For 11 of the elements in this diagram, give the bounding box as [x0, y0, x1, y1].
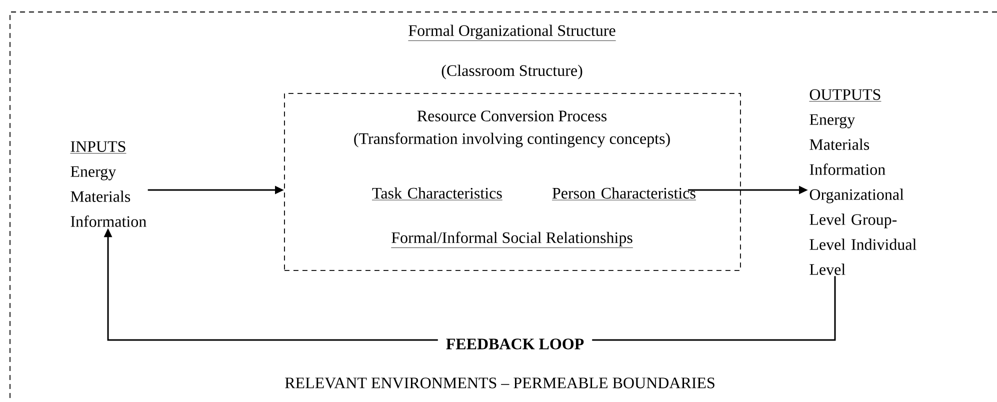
text-block: INPUTS Energy Materials Information — [70, 141, 146, 227]
process-subtitle: (Transformation involving contingency concepts) — [354, 132, 670, 148]
text-block: OUTPUTS Energy Materials Information Organizational Level Group- Level Individual Level — [809, 89, 916, 275]
process-title: Resource Conversion Process — [417, 110, 607, 122]
characteristics-label: Person Characteristics — [552, 187, 696, 200]
edge-label: FEEDBACK LOOP — [446, 338, 584, 350]
characteristics-label: Task Characteristics — [372, 187, 503, 200]
boundary-label: RELEVANT ENVIRONMENTS – PERMEABLE BOUNDARIES — [285, 378, 714, 388]
relationships-label: Formal/Informal Social Relationships — [390, 232, 634, 248]
subheading: (Classroom Structure) — [442, 64, 582, 80]
heading: Formal Organizational Structure — [408, 24, 616, 41]
